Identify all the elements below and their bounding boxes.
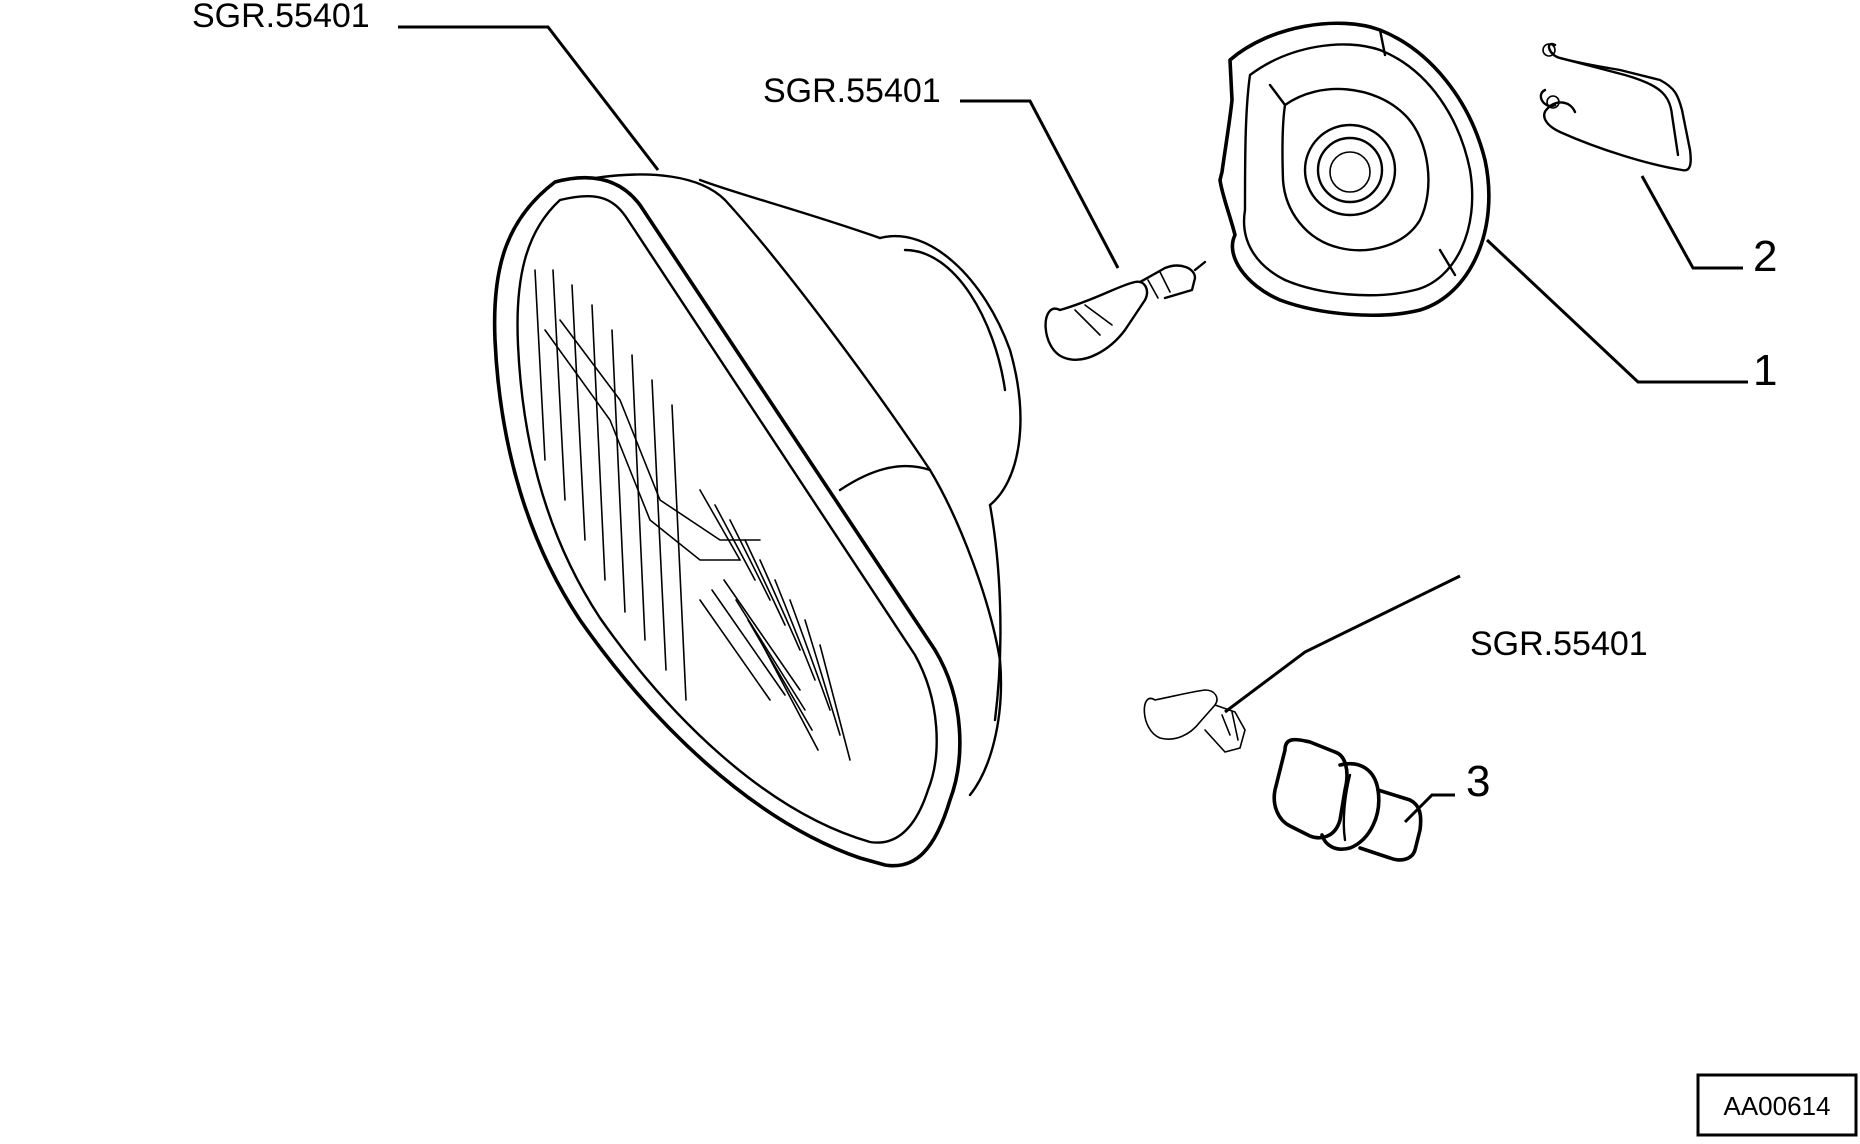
headlamp-bulb bbox=[1044, 260, 1207, 361]
part-number-1: 1 bbox=[1753, 346, 1777, 395]
part-number-3: 3 bbox=[1466, 757, 1490, 806]
bulb-holder-part-1 bbox=[1218, 21, 1491, 317]
lower-bulb-ref-label: SGR.55401 bbox=[1470, 625, 1648, 663]
drawing-code-box: AA00614 bbox=[1696, 1073, 1858, 1137]
side-light-holder-part-3 bbox=[1272, 737, 1423, 862]
spring-clip-part-2 bbox=[1539, 42, 1692, 172]
upper-bulb-ref-label: SGR.55401 bbox=[763, 72, 941, 110]
headlamp-bulb-ref-label: SGR.55401 bbox=[192, 0, 370, 35]
drawing-code-label: AA00614 bbox=[1724, 1091, 1831, 1121]
side-light-bulb bbox=[1143, 689, 1246, 753]
headlamp-assembly bbox=[492, 173, 1022, 868]
callout-leader-lines bbox=[398, 25, 1748, 824]
part-number-2: 2 bbox=[1753, 232, 1777, 281]
